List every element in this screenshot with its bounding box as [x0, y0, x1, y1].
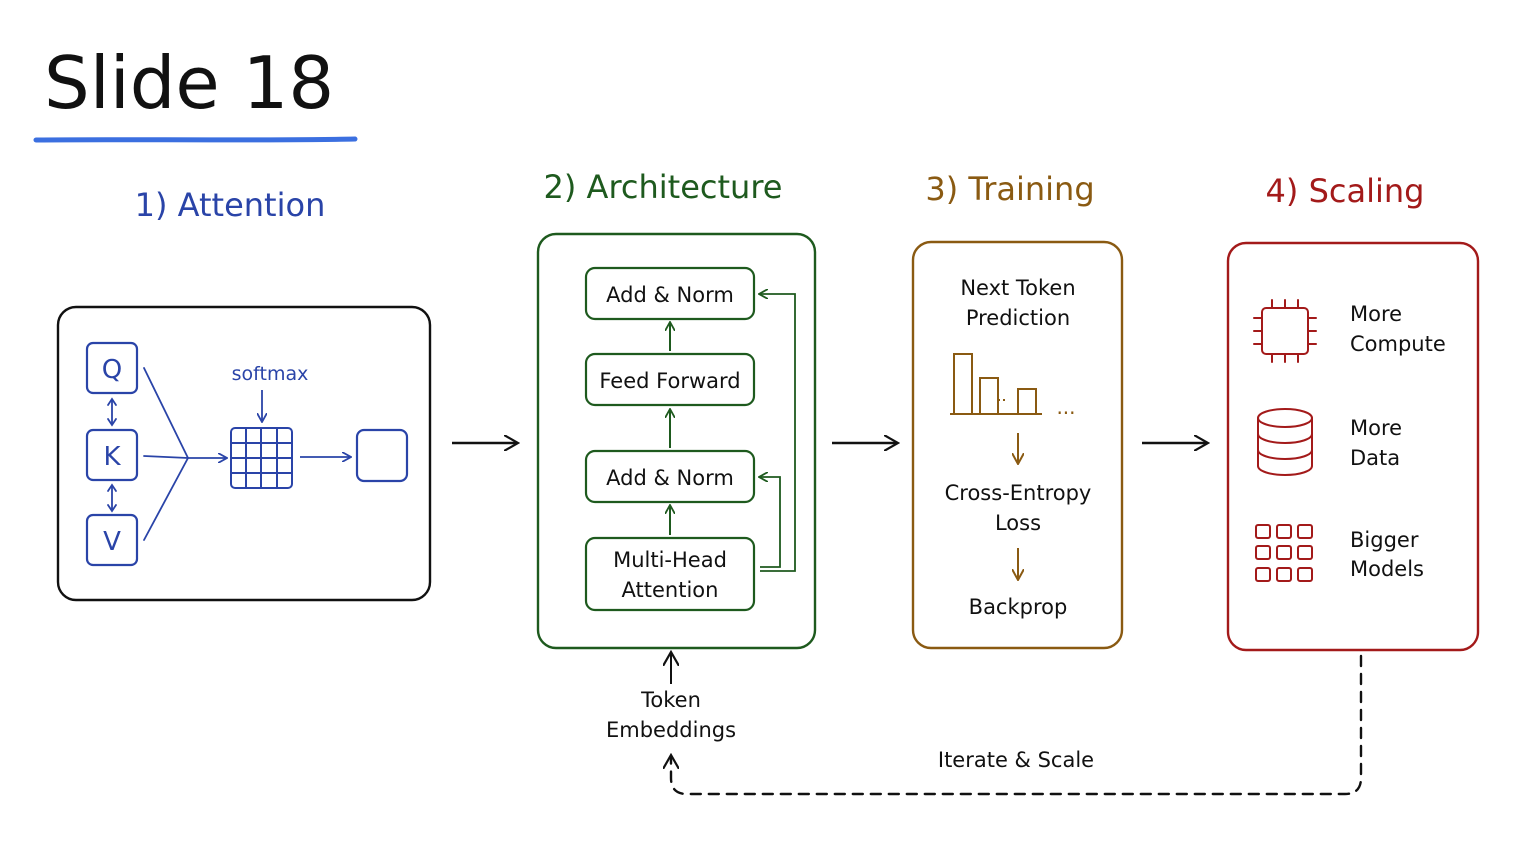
scaling-panel: More Compute More Data Bigger Models: [1226, 241, 1480, 652]
add-norm-top-block: Add & Norm: [584, 266, 756, 321]
feed-forward-label: Feed Forward: [599, 369, 740, 393]
next-token-line1: Next Token: [960, 276, 1075, 300]
iterate-scale-label: Iterate & Scale: [938, 748, 1094, 772]
next-token-line2: Prediction: [966, 306, 1070, 330]
training-panel: Next Token Prediction ... Cross-Entropy …: [911, 240, 1124, 650]
models-line2: Models: [1350, 557, 1424, 581]
add-norm-bottom-label: Add & Norm: [606, 466, 734, 490]
data-line1: More: [1350, 416, 1402, 440]
database-icon: [1257, 408, 1313, 476]
attention-matrix-icon: [230, 427, 293, 489]
attention-output-box: [355, 428, 409, 483]
k-box: K: [85, 428, 139, 482]
slide-title: Slide 18: [44, 41, 334, 125]
architecture-panel: Add & Norm Feed Forward Add & Norm Multi…: [536, 232, 817, 650]
residual-connection-inner: [760, 477, 781, 568]
probability-bars-icon: [950, 353, 1042, 415]
mha-label-line1: Multi-Head: [613, 548, 727, 572]
mha-label-line2: Attention: [622, 578, 719, 602]
attention-panel: Q K V softmax: [56, 305, 432, 602]
add-norm-top-label: Add & Norm: [606, 283, 734, 307]
probability-ellipsis: ...: [1056, 395, 1075, 419]
heading-training: 3) Training: [925, 170, 1094, 208]
chip-icon: [1253, 299, 1317, 363]
kv-double-arrow: [107, 483, 117, 513]
softmax-label: softmax: [232, 363, 309, 385]
compute-line2: Compute: [1350, 332, 1446, 356]
loss-line2: Loss: [995, 511, 1041, 535]
qk-double-arrow: [107, 397, 117, 427]
token-embeddings-line2: Embeddings: [606, 718, 736, 742]
feed-forward-block: Feed Forward: [584, 352, 756, 407]
q-label: Q: [102, 355, 122, 385]
compute-line1: More: [1350, 302, 1402, 326]
title-underline: [33, 136, 358, 143]
loss-line1: Cross-Entropy: [945, 481, 1092, 505]
heading-architecture: 2) Architecture: [544, 168, 783, 206]
v-box: V: [85, 513, 139, 567]
residual-connection-outer: [760, 294, 796, 572]
heading-attention: 1) Attention: [135, 186, 326, 224]
qkv-merge-lines: [143, 367, 189, 541]
data-line2: Data: [1350, 446, 1400, 470]
q-box: Q: [85, 341, 139, 395]
v-label: V: [103, 527, 121, 557]
token-embeddings-line1: Token: [640, 688, 701, 712]
add-norm-bottom-block: Add & Norm: [584, 449, 756, 504]
multi-head-attention-block: Multi-Head Attention: [584, 536, 756, 612]
heading-scaling: 4) Scaling: [1266, 172, 1425, 210]
models-line1: Bigger: [1350, 528, 1419, 552]
backprop-label: Backprop: [969, 595, 1068, 619]
iterate-loop-dashed-arrow: [671, 654, 1363, 796]
k-label: K: [103, 442, 121, 472]
grid-icon: [1255, 524, 1313, 582]
